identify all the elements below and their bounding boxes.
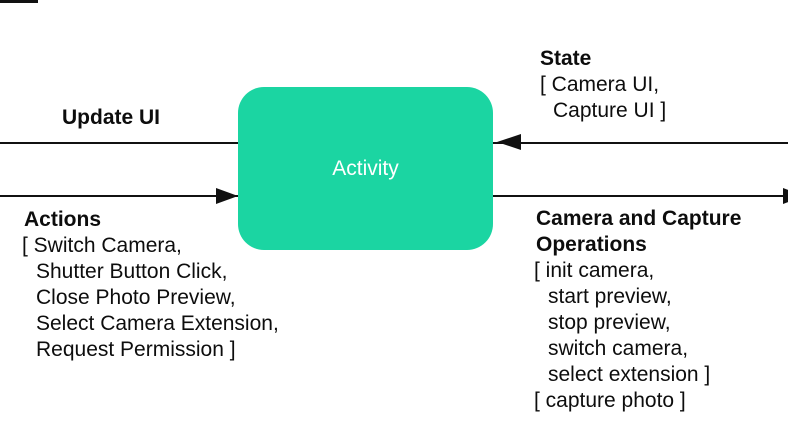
arrowhead-right-icon [216, 188, 238, 204]
state-title: State [540, 47, 592, 70]
operations-list-item: switch camera, [548, 337, 689, 360]
actions-list-item: Select Camera Extension, [36, 312, 279, 335]
actions-list-item: Close Photo Preview, [36, 286, 236, 309]
operations-list-item: [ init camera, [534, 259, 655, 282]
activity-node-label: Activity [332, 156, 399, 180]
operations-list-item: [ capture photo ] [534, 389, 686, 412]
camera-capture-operations-label-block: Camera and Capture Operations [ init cam… [534, 206, 769, 414]
operations-list-item: select extension ] [548, 363, 711, 386]
state-label-block: State [ Camera UI, Capture UI ] [540, 46, 666, 124]
arrowhead-right-clipped-icon [783, 188, 788, 204]
operations-title: Camera and Capture Operations [536, 207, 742, 256]
actions-title: Actions [24, 208, 102, 231]
crop-artifact-bar [0, 0, 38, 3]
actions-list-item: [ Switch Camera, [22, 234, 182, 257]
state-list-item: [ Camera UI, [540, 73, 660, 96]
operations-list-item: start preview, [548, 285, 672, 308]
actions-label-block: Actions [ Switch Camera, Shutter Button … [22, 207, 279, 363]
activity-node: Activity [238, 87, 493, 250]
actions-list-item: Request Permission ] [36, 338, 236, 361]
actions-list-item: Shutter Button Click, [36, 260, 228, 283]
update-ui-arrow-label: Update UI [62, 106, 161, 129]
operations-list-item: stop preview, [548, 311, 671, 334]
arrowhead-left-icon [497, 134, 521, 150]
state-list-item: Capture UI ] [553, 99, 667, 122]
